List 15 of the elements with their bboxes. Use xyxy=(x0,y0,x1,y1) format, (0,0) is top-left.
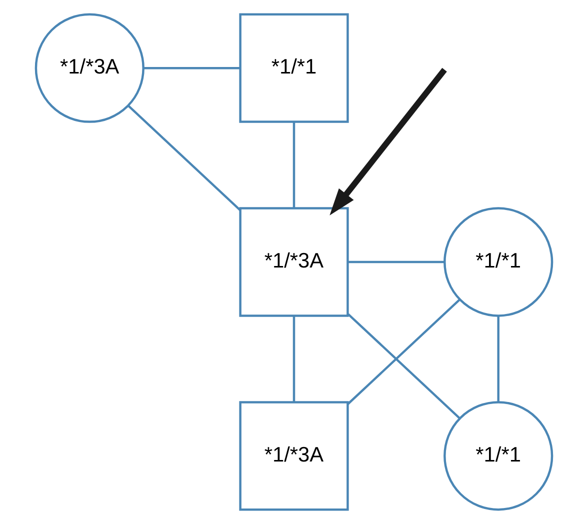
connector xyxy=(127,105,240,212)
node-circle: *1/*1 xyxy=(443,207,553,317)
connector xyxy=(292,316,295,402)
node-box: *1/*3A xyxy=(238,401,348,511)
connector xyxy=(143,66,240,70)
connector xyxy=(496,316,499,402)
node-circle: *1/*1 xyxy=(443,401,553,511)
connector xyxy=(346,299,460,405)
connector xyxy=(347,260,444,264)
node-box: *1/*3A xyxy=(238,207,348,317)
arrow xyxy=(329,68,446,216)
node-circle: *1/*3A xyxy=(34,13,144,123)
connector xyxy=(292,122,295,208)
node-box: *1/*1 xyxy=(238,13,348,123)
connector xyxy=(346,313,460,419)
